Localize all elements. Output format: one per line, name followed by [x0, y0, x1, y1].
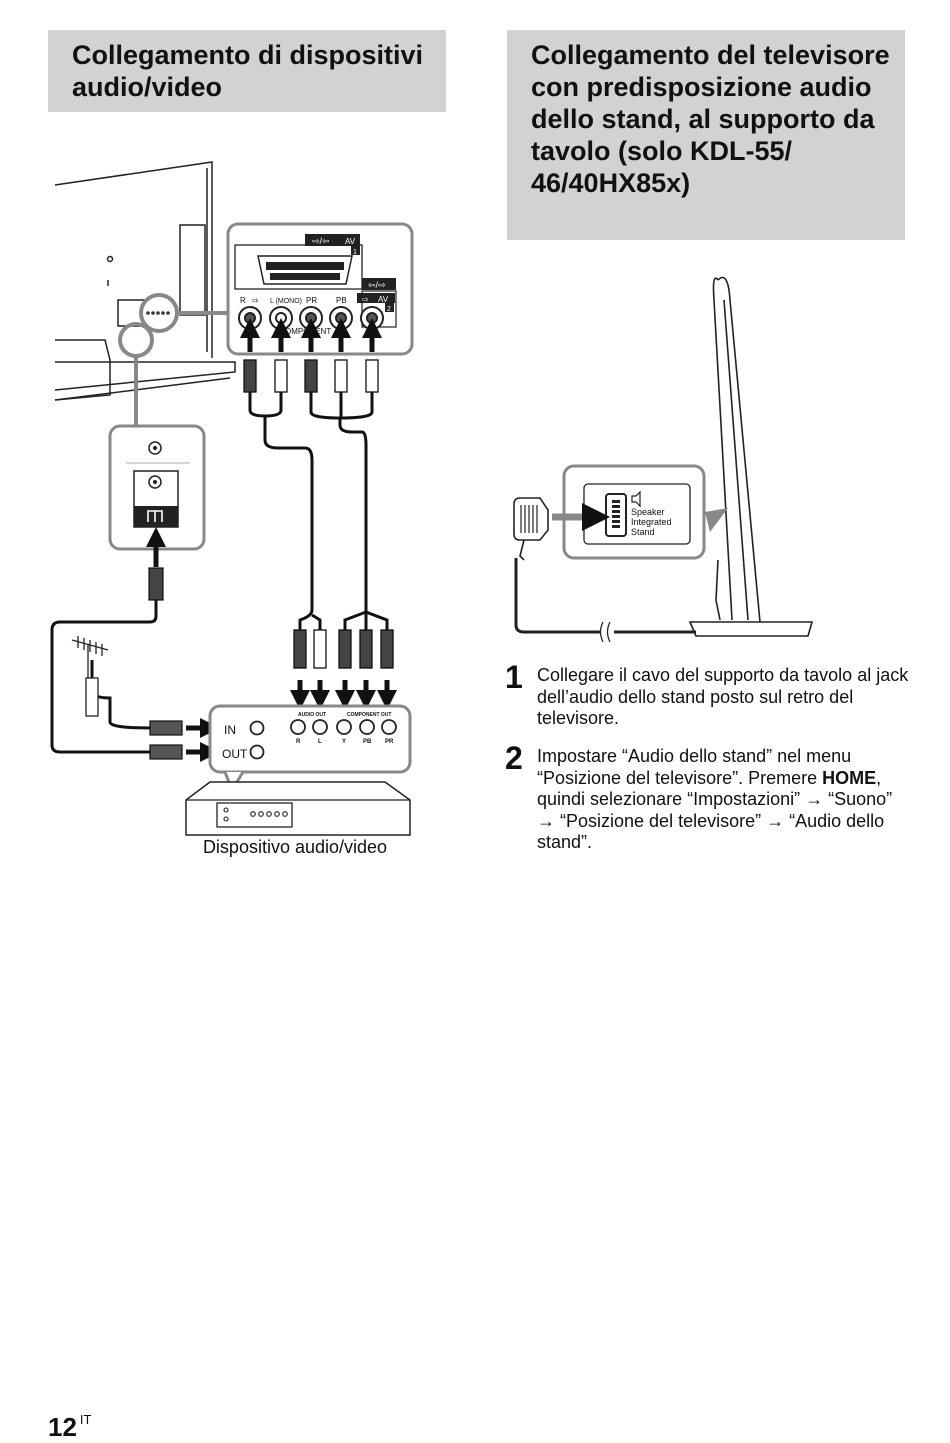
device-jack-pb-label: PB [363, 739, 372, 745]
heading-box-left: Collegamento di dispositivi audio/video [48, 30, 446, 112]
device-jack-y-label: Y [342, 739, 346, 745]
tv-jack-l-label: L (MONO) [270, 298, 302, 305]
step-2-number: 2 [505, 740, 523, 776]
speaker-icon [631, 490, 641, 508]
device-audio-out-label: AUDIO OUT [298, 712, 326, 718]
zoom-circle-antenna [118, 322, 154, 358]
rca-plugs-lower [293, 629, 394, 669]
heading-box-right: Collegamento del televisore con predispo… [507, 30, 905, 240]
device-component-out-label: COMPONENT OUT [347, 712, 391, 718]
device-in-label: IN [224, 723, 236, 737]
scart-io-icon: ⇨/⇦ [312, 236, 330, 246]
device-rca-jacks [290, 719, 397, 735]
step-1-text: Collegare il cavo del supporto da tavolo… [537, 665, 909, 728]
step-2-text: Impostare “Audio dello stand” nel menu “… [537, 746, 912, 854]
antenna-icon [71, 636, 109, 717]
coax-plugs-device [149, 720, 183, 760]
step-2-text-before: Impostare “Audio dello stand” nel menu “… [537, 746, 852, 788]
av2-label: AV [378, 295, 389, 304]
stand-jack-callout: Speaker Integrated Stand [562, 464, 706, 560]
speaker-jack-pins [612, 500, 620, 528]
antenna-terminal-icon [147, 510, 163, 522]
antenna-plug [148, 567, 164, 601]
speaker-label-line2: Integrated [631, 517, 672, 527]
stand-cable-connector [513, 497, 696, 643]
tv-av-panel: AV ⇨/⇦ 1 ⇦/⇨ AV ⇨ 2 R ⇨ L (MONO) PR PB O… [226, 222, 414, 356]
language-code: IT [79, 1412, 92, 1427]
step-2-text-after: , quindi selezionare “Impostazioni” → “S… [537, 767, 893, 853]
av-device-illustration [185, 781, 411, 836]
device-jack-r-label: R [296, 739, 301, 745]
av1-label: AV [345, 237, 356, 246]
step-2-home-key: HOME [822, 767, 877, 788]
antenna-terminal-box [108, 424, 206, 551]
coax-arrows [186, 718, 220, 762]
device-out-label: OUT [222, 747, 248, 761]
tv-side-illustration [688, 276, 814, 637]
av-cables [248, 392, 389, 630]
tv-plug-arrows [240, 318, 382, 352]
page-number: 12 [48, 1412, 77, 1442]
section-heading-av-devices: Collegamento di dispositivi audio/video [72, 40, 424, 102]
rca-plugs-upper [243, 359, 379, 393]
av2-input-icon: ⇨ [362, 295, 369, 304]
scart-pins [266, 262, 344, 280]
device-caption: Dispositivo audio/video [202, 837, 388, 857]
tv-jack-pr-label: PR [306, 296, 317, 305]
step-1-number: 1 [505, 659, 523, 695]
tv-rear-illustration [54, 161, 236, 401]
av1-number: 1 [353, 249, 357, 256]
tv-audio-input-icon: ⇨ [252, 296, 259, 305]
av2-number: 2 [387, 306, 391, 313]
device-jack-l-label: L [318, 739, 322, 745]
tv-port-row [146, 311, 170, 315]
tv-jack-pb-label: PB [336, 296, 347, 305]
speaker-label-line1: Speaker [631, 507, 665, 517]
device-panel-callout: IN OUT AUDIO OUT COMPONENT OUT R L Y PB … [208, 704, 412, 794]
device-jack-pr-label: PR [385, 739, 394, 745]
antenna-cables [50, 600, 158, 754]
av2-io-icon: ⇦/⇨ [368, 280, 386, 290]
section-heading-stand-audio: Collegamento del televisore con predispo… [531, 40, 890, 198]
device-plug-arrows [290, 680, 397, 710]
speaker-label-line3: Stand [631, 527, 655, 537]
tv-jack-r-label: R [240, 296, 246, 305]
